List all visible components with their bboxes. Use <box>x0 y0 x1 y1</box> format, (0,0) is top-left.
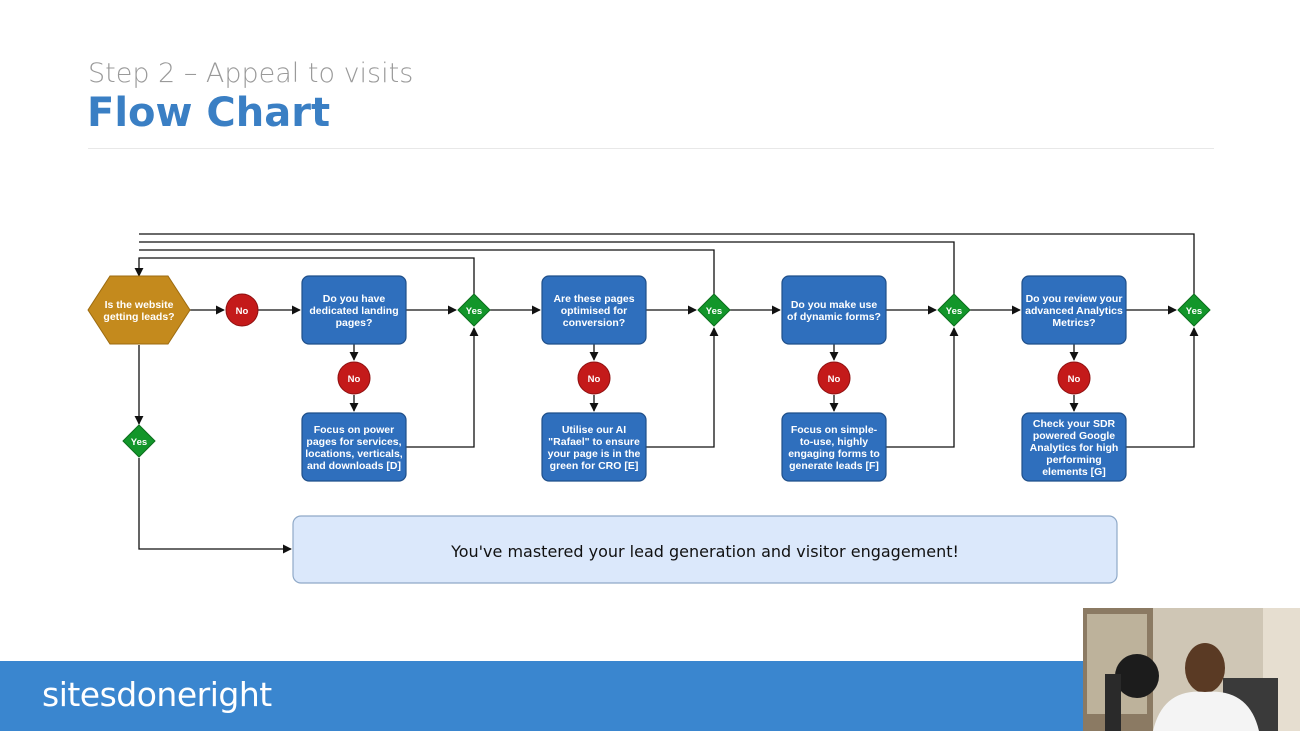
connector-lines <box>134 233 1199 554</box>
connector-action2-yes <box>646 327 719 448</box>
no-q4 <box>1057 361 1091 395</box>
result-box <box>292 515 1118 584</box>
slide-subtitle: Step 2 – Appeal to visits <box>88 58 414 89</box>
feedback-line-2 <box>139 249 715 294</box>
no-q2 <box>577 361 611 395</box>
no-start <box>225 293 259 327</box>
yes-q1 <box>457 293 491 327</box>
yes-q2 <box>697 293 731 327</box>
yes-start <box>122 424 156 458</box>
title-divider <box>88 148 1214 149</box>
no-q2-label: No <box>588 374 601 385</box>
connector-action3-yes <box>886 327 959 448</box>
yes-q3 <box>937 293 971 327</box>
feedback-line-1 <box>134 257 475 294</box>
connector-action1-yes <box>406 327 479 448</box>
yes-start-label: Yes <box>131 437 147 448</box>
action-box-1 <box>301 412 407 482</box>
yes-q4-label: Yes <box>1186 306 1202 317</box>
yes-q4 <box>1177 293 1211 327</box>
no-q1-label: No <box>348 374 361 385</box>
connector-action4-yes <box>1126 327 1199 448</box>
presenter-webcam <box>1083 608 1300 731</box>
question-box-2 <box>541 275 647 345</box>
feedback-line-4 <box>139 233 1195 294</box>
slide-title: Flow Chart <box>87 90 331 136</box>
brand-logo: sitesdoneright <box>42 675 272 714</box>
action-box-3 <box>781 412 887 482</box>
yes-q3-label: Yes <box>946 306 962 317</box>
connector-yes-result <box>138 458 292 554</box>
no-q3-label: No <box>828 374 841 385</box>
action-box-4 <box>1021 412 1127 482</box>
no-q4-label: No <box>1068 374 1081 385</box>
start-decision <box>87 275 191 345</box>
yes-q2-label: Yes <box>706 306 722 317</box>
result-text: You've mastered your lead generation and… <box>450 542 959 561</box>
no-q1 <box>337 361 371 395</box>
yes-q1-label: Yes <box>466 306 482 317</box>
feedback-line-3 <box>139 241 955 294</box>
no-start-label: No <box>236 306 249 317</box>
question-box-3 <box>781 275 887 345</box>
no-q3 <box>817 361 851 395</box>
action-box-2 <box>541 412 647 482</box>
question-box-4 <box>1021 275 1127 345</box>
question-box-1 <box>301 275 407 345</box>
